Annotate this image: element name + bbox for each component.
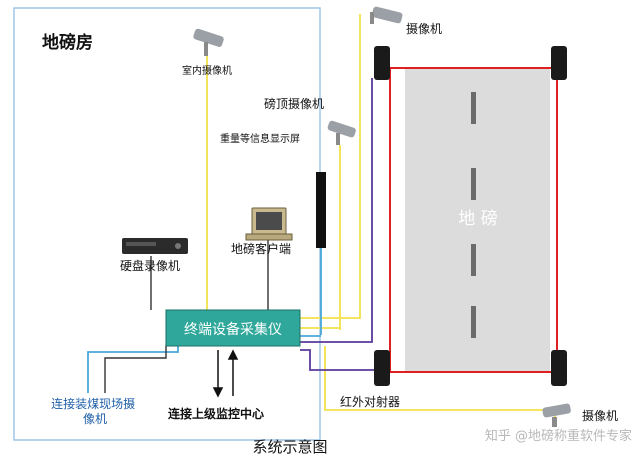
blue-wiring [87, 248, 322, 393]
upper-link-arrows [212, 349, 239, 398]
infrared-label: 红外对射器 [340, 394, 400, 409]
client-label: 地磅客户端 [231, 241, 291, 256]
camera-top-right-icon [370, 6, 403, 24]
top-camera-label: 磅顶摄像机 [264, 96, 324, 111]
terminal-label: 终端设备采集仪 [184, 321, 282, 338]
lane-dashes [471, 92, 476, 338]
display-label: 重量等信息显示屏 [220, 132, 300, 145]
scale-label: 地 磅 [458, 209, 497, 229]
room-title: 地磅房 [42, 32, 93, 53]
camera-bottom-right-icon [542, 403, 571, 427]
indoor-camera-label: 室内摄像机 [182, 64, 232, 77]
purple-wiring [300, 78, 378, 371]
site-camera-label-line-2: 像机 [83, 412, 107, 426]
infrared-beams [389, 67, 558, 373]
site-camera-label-line-1: 连接装煤现场摄 [51, 396, 135, 411]
camera-top-right-label: 摄像机 [406, 21, 442, 36]
dvr-icon [122, 238, 188, 254]
diagram-caption: 系统示意图 [252, 438, 327, 456]
scale-platform [405, 68, 550, 373]
upper-center-label: 连接上级监控中心 [168, 406, 264, 421]
infrared-posts [374, 46, 567, 386]
indoor-camera-icon [193, 28, 224, 56]
dark-wiring [104, 232, 269, 393]
camera-bottom-right-label: 摄像机 [582, 408, 618, 423]
terminal-collector: 终端设备采集仪 [165, 309, 301, 347]
dvr-label: 硬盘录像机 [120, 258, 180, 273]
display-screen [316, 172, 326, 248]
site-camera-label: 连接装煤现场摄 像机 [51, 396, 139, 426]
top-camera-icon [327, 120, 356, 145]
client-computer-icon [245, 207, 293, 241]
watermark: 知乎 @地磅称重软件专家 [485, 428, 632, 444]
